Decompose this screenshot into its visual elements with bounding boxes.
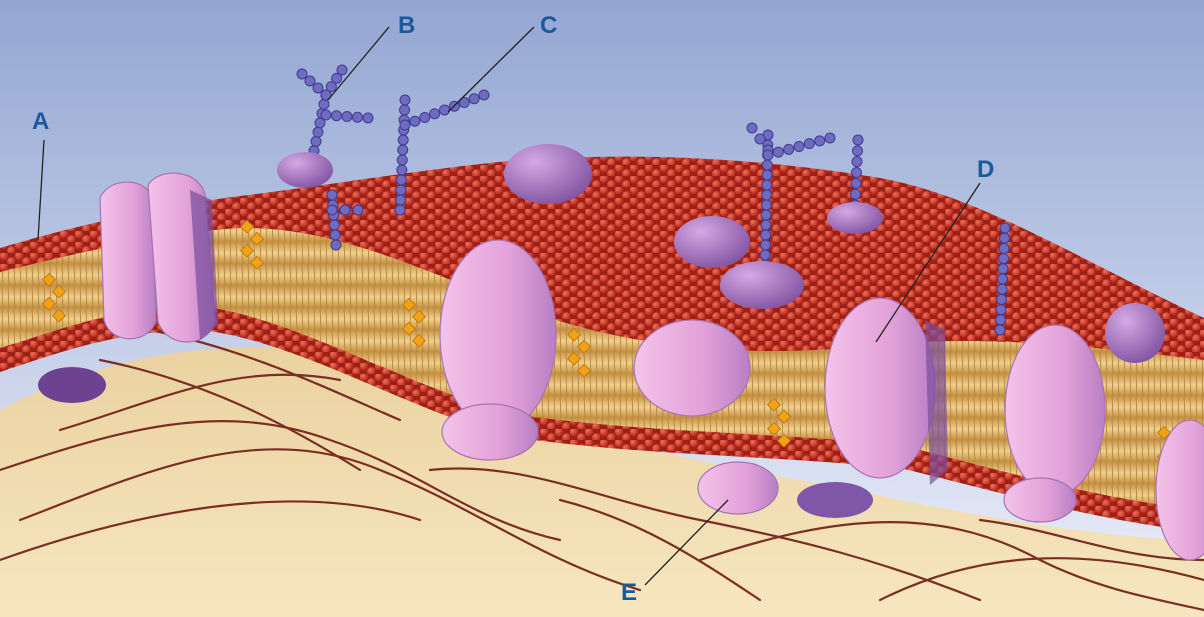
label-a: A [32, 110, 49, 134]
sugar-bead [342, 112, 352, 122]
sugar-bead [313, 127, 323, 137]
sugar-bead [327, 190, 337, 200]
sugar-bead [479, 90, 489, 100]
sugar-bead [1000, 233, 1010, 243]
sugar-bead [319, 99, 329, 109]
sugar-bead [995, 325, 1005, 335]
sugar-bead [762, 180, 772, 190]
sugar-bead [440, 105, 450, 115]
sugar-bead [396, 175, 406, 185]
sugar-bead [760, 250, 770, 260]
sugar-bead [340, 205, 350, 215]
label-d: D [977, 158, 994, 182]
sugar-bead [853, 135, 863, 145]
label-c: C [540, 14, 557, 38]
sugar-bead [400, 120, 410, 130]
sugar-bead [410, 116, 420, 126]
sugar-bead [395, 195, 405, 205]
sugar-bead [999, 254, 1009, 264]
sugar-bead [363, 113, 373, 123]
sugar-bead [851, 189, 861, 199]
sugar-bead [305, 76, 315, 86]
sugar-bead [996, 315, 1006, 325]
sugar-bead [784, 144, 794, 154]
sugar-bead [815, 136, 825, 146]
sugar-bead [430, 109, 440, 119]
sugar-bead [330, 230, 340, 240]
sugar-bead [747, 123, 757, 133]
sugar-bead [852, 157, 862, 167]
sugar-bead [996, 305, 1006, 315]
sugar-bead [762, 170, 772, 180]
sugar-bead [760, 240, 770, 250]
sugar-bead [331, 240, 341, 250]
sugar-bead [337, 65, 347, 75]
sugar-bead [761, 210, 771, 220]
sugar-bead [321, 110, 331, 120]
sugar-bead [329, 220, 339, 230]
sugar-bead [804, 139, 814, 149]
sugar-bead [397, 155, 407, 165]
sugar-bead [998, 264, 1008, 274]
sugar-bead [761, 200, 771, 210]
sugar-bead [755, 134, 765, 144]
sugar-bead [761, 230, 771, 240]
sugar-bead [311, 136, 321, 146]
sugar-bead [762, 190, 772, 200]
sugar-bead [400, 95, 410, 105]
sugar-bead [353, 205, 363, 215]
sugar-bead [763, 150, 773, 160]
sugar-bead [825, 133, 835, 143]
label-e: E [621, 581, 637, 605]
sugar-bead [397, 165, 407, 175]
sugar-bead [398, 135, 408, 145]
sugar-bead [851, 178, 861, 188]
label-b: B [398, 14, 415, 38]
sugar-bead [853, 146, 863, 156]
sugar-bead [1000, 223, 1010, 233]
sugar-bead [998, 274, 1008, 284]
sugar-bead [852, 168, 862, 178]
sugar-bead [999, 243, 1009, 253]
sugar-bead [773, 147, 783, 157]
sugar-bead [997, 284, 1007, 294]
sugar-bead [332, 111, 342, 121]
sugar-bead [395, 205, 405, 215]
sugar-bead [398, 145, 408, 155]
sugar-bead [762, 160, 772, 170]
sugar-bead [396, 185, 406, 195]
sugar-bead [297, 69, 307, 79]
sugar-bead [794, 142, 804, 152]
sugar-bead [997, 294, 1007, 304]
sugar-bead [469, 94, 479, 104]
sugar-bead [327, 205, 337, 215]
sugar-bead [313, 83, 323, 93]
sugar-bead [353, 112, 363, 122]
sugar-bead [761, 220, 771, 230]
sugar-bead [420, 113, 430, 123]
sugar-bead [400, 105, 410, 115]
